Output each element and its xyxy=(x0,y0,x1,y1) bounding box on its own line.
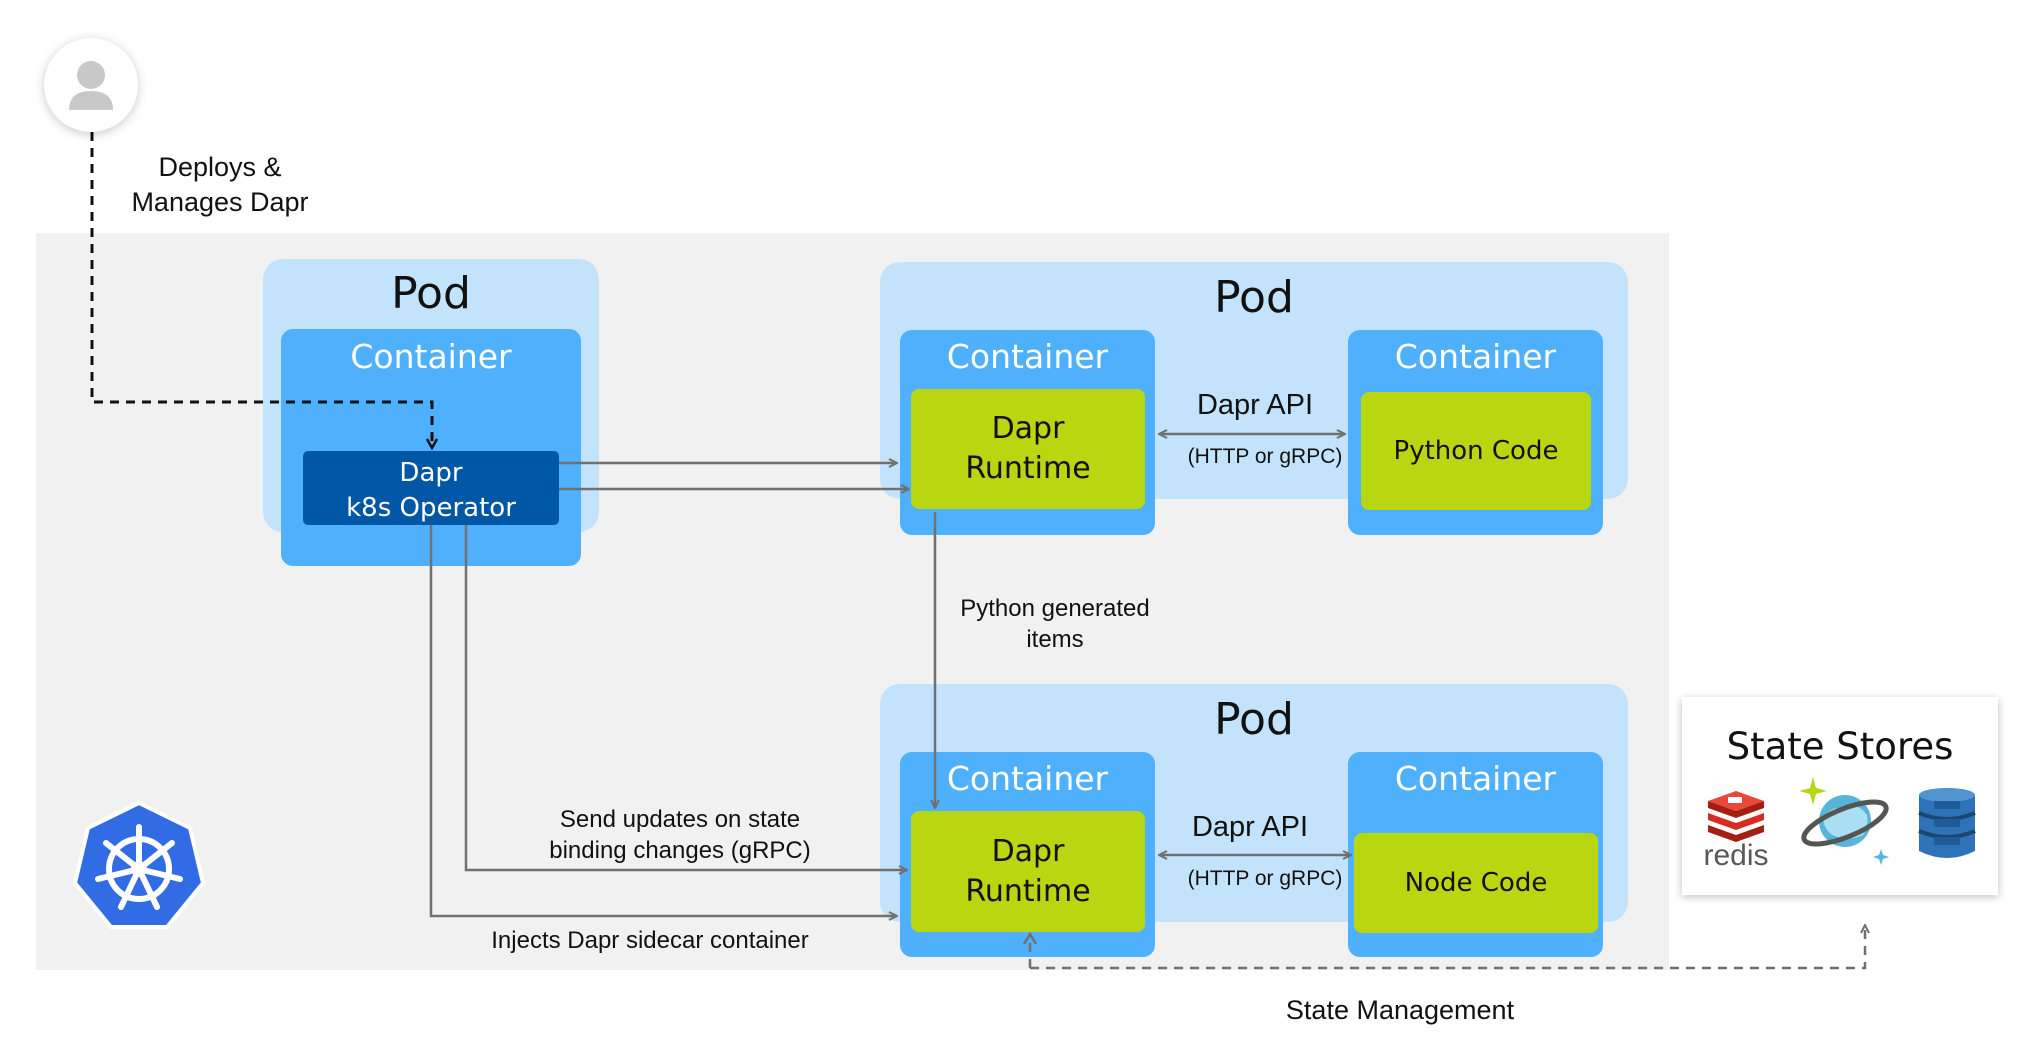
node-api-protocol: (HTTP or gRPC) xyxy=(1187,867,1343,890)
send-updates-line2: binding changes (gRPC) xyxy=(549,837,811,864)
node-code: Node Code xyxy=(1354,833,1598,933)
node-app-container-label: Container xyxy=(1394,759,1557,798)
state-stores-panel: State Stores redis xyxy=(1682,697,1998,895)
send-updates-note: Send updates on state binding changes (g… xyxy=(530,804,830,866)
python-runtime-line2: Runtime xyxy=(965,451,1091,486)
state-management-arrowhead-start xyxy=(1022,931,1038,945)
dynamodb-icon xyxy=(1918,788,1976,858)
python-pod-label: Pod xyxy=(1214,272,1294,323)
deploy-note-line1: Deploys & xyxy=(158,152,282,182)
operator-line1: Dapr xyxy=(399,458,463,488)
python-app-container-label: Container xyxy=(1394,337,1557,376)
python-runtime-line1: Dapr xyxy=(991,411,1065,446)
python-code: Python Code xyxy=(1361,392,1591,510)
python-runtime-container-label: Container xyxy=(946,337,1109,376)
injects-note: Injects Dapr sidecar container xyxy=(491,927,809,954)
node-runtime-line2: Runtime xyxy=(965,873,1091,909)
user-icon xyxy=(69,61,113,110)
python-items-line1: Python generated xyxy=(960,595,1150,622)
python-items-note: Python generated items xyxy=(935,593,1175,655)
send-updates-line1: Send updates on state xyxy=(559,806,801,833)
node-runtime-line1: Dapr xyxy=(991,833,1065,869)
python-api-label: Dapr API xyxy=(1196,389,1314,421)
user-avatar xyxy=(44,38,138,132)
state-stores-title: State Stores xyxy=(1726,725,1954,768)
deploy-arrow xyxy=(90,132,432,448)
dapr-operator: Dapr k8s Operator xyxy=(303,451,559,525)
redis-wordmark: redis xyxy=(1703,839,1768,869)
node-api-label: Dapr API xyxy=(1191,811,1309,843)
state-management-note: State Management xyxy=(1285,995,1515,1025)
python-items-line2: items xyxy=(1026,626,1084,653)
cosmos-db-icon xyxy=(1799,777,1889,865)
deploy-note-line2: Manages Dapr xyxy=(131,187,309,217)
python-api-protocol: (HTTP or gRPC) xyxy=(1187,445,1343,468)
injects-arrow xyxy=(429,525,897,916)
operator-pod-label: Pod xyxy=(391,268,471,319)
deploy-note: Deploys & Manages Dapr xyxy=(110,150,330,220)
send-updates-arrow xyxy=(464,525,907,870)
redis-icon: redis xyxy=(1703,791,1769,869)
operator-container-label: Container xyxy=(350,337,512,376)
state-management-arrow xyxy=(1028,925,1865,970)
node-pod-label: Pod xyxy=(1214,694,1294,745)
operator-line2: k8s Operator xyxy=(346,493,516,523)
kubernetes-icon xyxy=(73,801,205,929)
node-runtime-container-label: Container xyxy=(946,759,1109,798)
